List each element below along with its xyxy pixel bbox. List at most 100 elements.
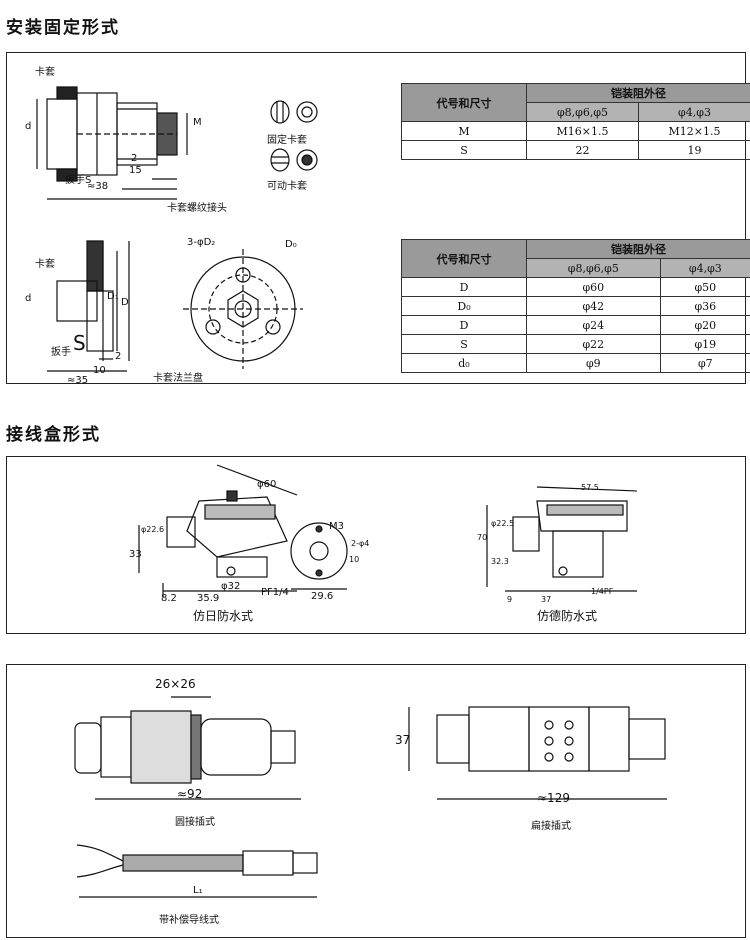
table-row: M M16×1.5 M12×1.5 <box>401 121 750 141</box>
table-cell: φ22 <box>526 334 661 354</box>
flat-plug-drawing <box>408 706 667 800</box>
table-cell: φ9 <box>526 353 661 373</box>
label-dim-35: ≈35 <box>67 375 89 386</box>
connector-panel: 26×26 ≈92 圆接插式 37 ≈129 扁接插式 L₁ 带补偿 <box>6 664 746 938</box>
table2-header-top: 铠装阻外径 <box>526 239 750 259</box>
table-cell: φ24 <box>526 315 661 335</box>
label-german: 仿德防水式 <box>537 609 598 623</box>
label-M: M <box>193 117 202 128</box>
fixed-katao-icon <box>270 100 318 124</box>
label-h10: 10 <box>349 555 360 564</box>
section-title-junction-box: 接线盒形式 <box>6 425 101 445</box>
table-cell: φ42 <box>526 296 661 316</box>
label-len92: ≈92 <box>177 787 203 801</box>
label-d9: 9 <box>507 595 513 604</box>
label-D1: D₁ <box>107 291 119 302</box>
label-wrench: 扳手 <box>51 347 71 358</box>
label-d37: 37 <box>541 595 552 604</box>
label-L1: L₁ <box>193 885 203 896</box>
label-pf14: PF1/4 <box>261 587 289 598</box>
spec-table-thread: 代号和尺寸 铠装阻外径 φ8,φ6,φ5 φ4,φ3 M M16×1.5 M12… <box>401 83 750 160</box>
label-dim-2: 2 <box>131 153 138 164</box>
table-cell: d₀ <box>401 353 527 373</box>
label-pf14b: 1/4PF <box>591 587 614 596</box>
thread-joint-drawing <box>36 86 188 200</box>
label-d82: 8.2 <box>161 593 177 604</box>
round-plug-drawing <box>74 696 301 800</box>
label-japanese: 仿日防水式 <box>193 609 254 623</box>
label-len129: ≈129 <box>537 791 570 805</box>
label-d359: 35.9 <box>197 593 220 604</box>
label-flat: 扁接插式 <box>531 821 571 832</box>
table-cell: M16×1.5 <box>526 121 639 141</box>
junction-box-panel: φ60 φ22.6 33 8.2 35.9 φ32 PF1/4 仿日防水式 M3… <box>6 456 746 634</box>
movable-katao-icon <box>270 148 318 172</box>
label-flange: 卡套法兰盘 <box>153 373 203 384</box>
label-h33: 33 <box>129 549 142 560</box>
label-fixed-katao: 固定卡套 <box>267 135 307 146</box>
label-katao-bottom: 卡套 <box>35 259 55 270</box>
label-D: D <box>121 297 129 308</box>
table-cell: D <box>401 315 527 335</box>
label-holes: 3-φD₂ <box>187 237 216 248</box>
table-cell: S <box>401 140 527 160</box>
label-round: 圆接插式 <box>175 817 215 828</box>
german-box-drawing <box>486 486 638 592</box>
section-title-installation: 安装固定形式 <box>6 18 120 38</box>
label-dim-10: 10 <box>93 365 106 376</box>
label-S: S <box>73 331 86 355</box>
label-m3: M3 <box>329 521 344 532</box>
table2-sub-b: φ4,φ3 <box>659 258 750 278</box>
label-dim-15: 15 <box>129 165 142 176</box>
table-cell: M12×1.5 <box>638 121 750 141</box>
box-top-view-drawing <box>290 522 348 590</box>
label-wrench-s: 扳手S <box>65 175 92 186</box>
flange-front-drawing <box>183 249 303 369</box>
table-cell: φ7 <box>659 353 750 373</box>
table1-header-top: 铠装阻外径 <box>526 83 750 103</box>
label-phi22: φ22.6 <box>141 525 165 534</box>
label-katao-top: 卡套 <box>35 67 55 78</box>
table-cell: φ19 <box>659 334 750 354</box>
label-movable-katao: 可动卡套 <box>267 181 307 192</box>
label-d: d <box>25 121 32 132</box>
label-phi60: φ60 <box>257 479 277 490</box>
table2-sub-a: φ8,φ6,φ5 <box>526 258 661 278</box>
table-cell: φ20 <box>659 315 750 335</box>
label-h323: 32.3 <box>491 557 509 566</box>
label-h37: 37 <box>395 733 411 747</box>
label-thread-joint: 卡套螺纹接头 <box>167 203 227 214</box>
label-hex: 26×26 <box>155 677 196 691</box>
table1-sub-b: φ4,φ3 <box>638 102 750 122</box>
table-cell: φ36 <box>659 296 750 316</box>
label-phi225: φ22.5 <box>491 519 515 528</box>
label-D0: D₀ <box>285 239 297 250</box>
table-cell: 22 <box>526 140 639 160</box>
japanese-box-drawing <box>138 464 298 597</box>
table-cell: 19 <box>638 140 750 160</box>
table-cell: φ60 <box>526 277 661 297</box>
label-cable: 带补偿导线式 <box>159 915 219 926</box>
table1-header-left: 代号和尺寸 <box>401 83 527 122</box>
label-d32: φ32 <box>221 581 241 592</box>
label-holes2: 2-φ4 <box>351 539 370 548</box>
label-d-bottom: d <box>25 293 32 304</box>
table-row: S 22 19 <box>401 140 750 160</box>
table-cell: φ50 <box>659 277 750 297</box>
installation-panel: 卡套 d M 扳手S 2 15 ≈38 卡套螺纹接头 固定卡套 可动卡套 代号和… <box>6 52 750 386</box>
flange-side-drawing <box>47 240 130 372</box>
label-h70: 70 <box>477 533 488 542</box>
table-cell: M <box>401 121 527 141</box>
table-cell: D₀ <box>401 296 527 316</box>
table-cell: D <box>401 277 527 297</box>
label-dim-2b: 2 <box>115 351 122 362</box>
label-w575: 57.5 <box>581 483 599 492</box>
label-w296: 29.6 <box>311 591 334 602</box>
label-dim-38: ≈38 <box>87 181 109 192</box>
